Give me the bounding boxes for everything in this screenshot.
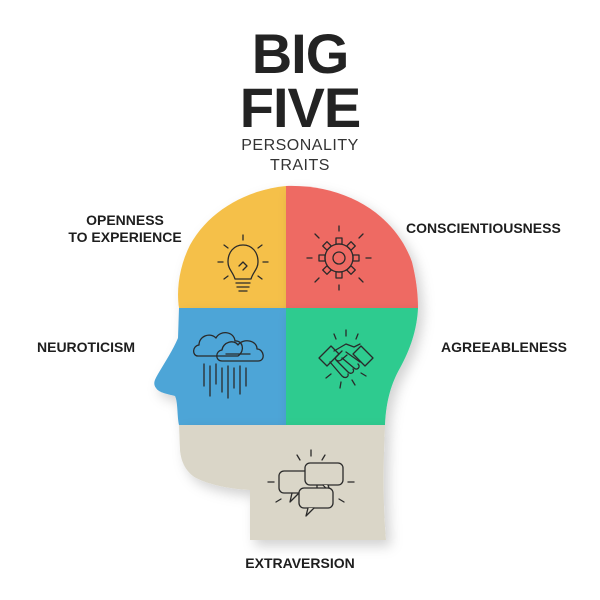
label-openness: OPENNESS TO EXPERIENCE bbox=[50, 212, 200, 246]
rain-cloud-icon bbox=[192, 332, 264, 399]
label-conscientiousness: CONSCIENTIOUSNESS bbox=[406, 220, 561, 236]
title-big: BIG bbox=[251, 22, 350, 85]
title-five: FIVE bbox=[239, 76, 361, 139]
handshake-icon bbox=[318, 329, 374, 389]
openness-segment bbox=[178, 186, 286, 308]
lightbulb-icon bbox=[217, 234, 269, 292]
gear-icon bbox=[306, 225, 372, 291]
neuroticism-segment bbox=[154, 308, 286, 425]
speech-bubbles-icon bbox=[267, 449, 355, 517]
label-agreeableness: AGREEABLENESS bbox=[441, 339, 568, 355]
extraversion-segment bbox=[179, 425, 386, 540]
conscientiousness-segment bbox=[286, 185, 418, 308]
label-openness-line2: TO EXPERIENCE bbox=[68, 229, 182, 245]
label-openness-line1: OPENNESS bbox=[86, 212, 164, 228]
subtitle-traits: TRAITS bbox=[270, 157, 330, 174]
label-extraversion: EXTRAVERSION bbox=[245, 555, 355, 571]
subtitle-personality: PERSONALITY bbox=[241, 137, 359, 154]
label-neuroticism: NEUROTICISM bbox=[37, 339, 135, 355]
